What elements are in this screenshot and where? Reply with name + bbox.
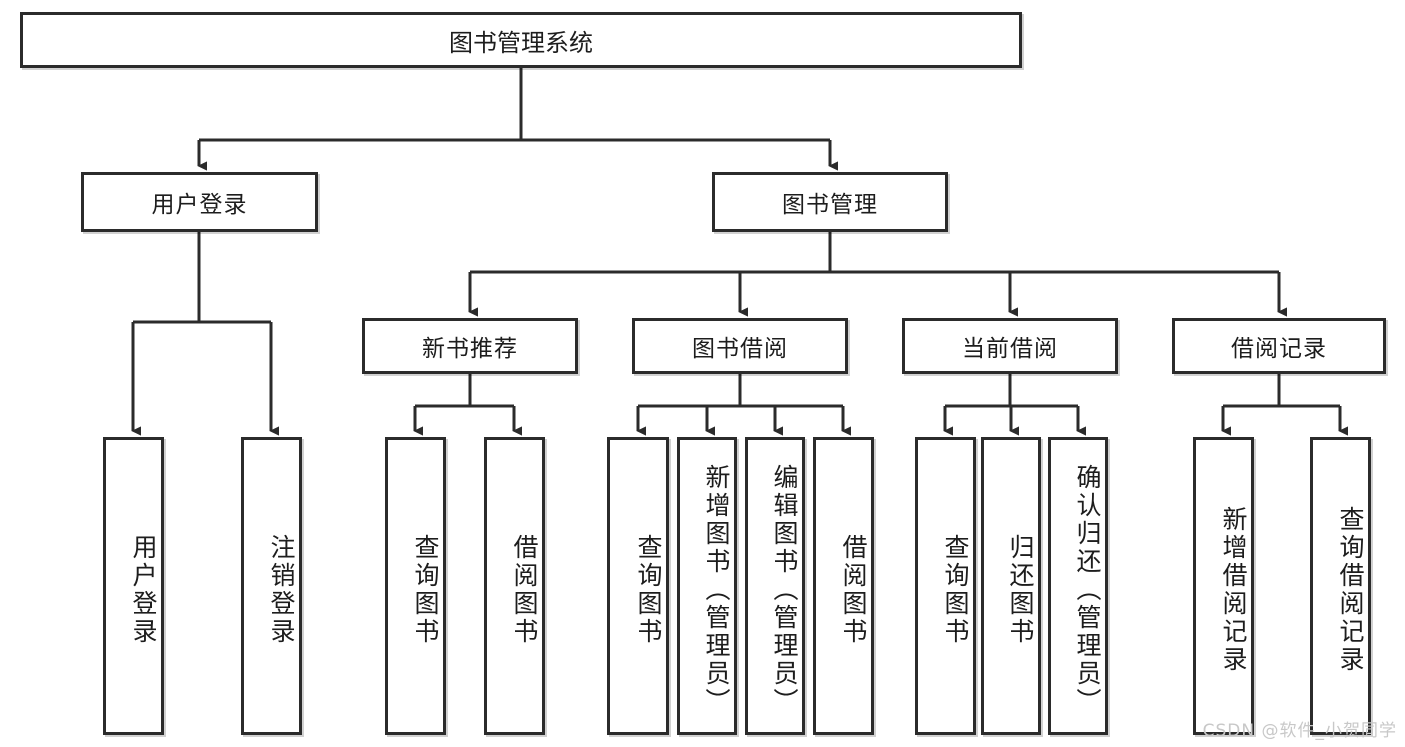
node-label: 图书管理系统 <box>449 28 593 57</box>
node-label: 新增图书（管理员） <box>702 464 731 716</box>
node-label: 图书管理 <box>782 192 878 218</box>
node-new-book-recommend[interactable]: 新书推荐 <box>362 318 578 374</box>
leaf-borrow-edit-book-admin[interactable]: 编辑图书（管理员） <box>745 437 805 735</box>
leaf-current-query-book[interactable]: 查询图书 <box>915 437 976 735</box>
leaf-record-query-record[interactable]: 查询借阅记录 <box>1310 437 1371 735</box>
node-label: 确认归还（管理员） <box>1073 464 1102 716</box>
node-label: 查询图书 <box>941 534 970 646</box>
leaf-current-return-book[interactable]: 归还图书 <box>981 437 1041 735</box>
node-label: 借阅图书 <box>510 534 539 646</box>
leaf-recommend-borrow-book[interactable]: 借阅图书 <box>484 437 545 735</box>
node-book-management[interactable]: 图书管理 <box>712 172 948 232</box>
node-current-borrow[interactable]: 当前借阅 <box>902 318 1118 374</box>
node-label: 查询借阅记录 <box>1336 506 1365 674</box>
leaf-recommend-query-book[interactable]: 查询图书 <box>385 437 446 735</box>
leaf-record-add-record[interactable]: 新增借阅记录 <box>1193 437 1254 735</box>
node-root-system[interactable]: 图书管理系统 <box>20 12 1022 68</box>
node-label: 当前借阅 <box>962 336 1058 362</box>
node-label: 用户登录 <box>151 192 248 218</box>
node-label: 查询图书 <box>634 534 663 646</box>
leaf-user-login-logout[interactable]: 注销登录 <box>241 437 302 735</box>
node-label: 编辑图书（管理员） <box>770 464 799 716</box>
node-label: 注销登录 <box>267 534 296 646</box>
node-user-login[interactable]: 用户登录 <box>81 172 318 232</box>
node-label: 归还图书 <box>1006 534 1035 646</box>
node-label: 图书借阅 <box>692 336 788 362</box>
node-label: 借阅记录 <box>1231 336 1327 362</box>
leaf-borrow-query-book[interactable]: 查询图书 <box>607 437 669 735</box>
leaf-borrow-add-book-admin[interactable]: 新增图书（管理员） <box>677 437 737 735</box>
node-label: 查询图书 <box>411 534 440 646</box>
node-label: 新增借阅记录 <box>1219 506 1248 674</box>
node-book-borrow[interactable]: 图书借阅 <box>632 318 848 374</box>
node-label: 新书推荐 <box>422 336 518 362</box>
watermark-text: CSDN @软件_小贺同学 <box>1202 721 1397 741</box>
node-label: 借阅图书 <box>839 534 868 646</box>
leaf-user-login-login[interactable]: 用户登录 <box>103 437 164 735</box>
node-borrow-record[interactable]: 借阅记录 <box>1172 318 1386 374</box>
leaf-borrow-borrow-book[interactable]: 借阅图书 <box>813 437 874 735</box>
node-label: 用户登录 <box>129 534 158 646</box>
leaf-current-confirm-return-admin[interactable]: 确认归还（管理员） <box>1048 437 1108 735</box>
